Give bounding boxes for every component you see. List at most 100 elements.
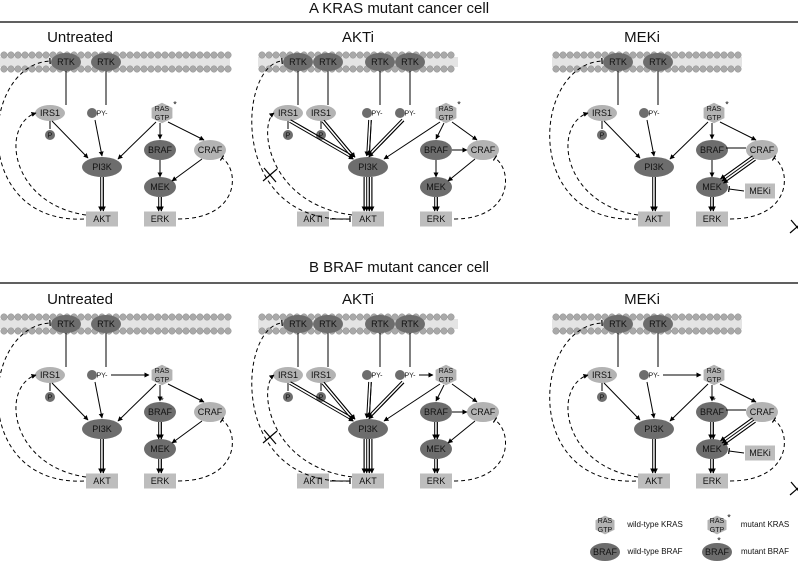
rtk-receptor-label: RTK — [97, 319, 115, 329]
craf-to-mek-arrow — [447, 158, 476, 182]
lipid-head — [42, 327, 50, 335]
lipid-head — [161, 65, 169, 73]
lipid-head — [217, 51, 225, 59]
lipid-head — [559, 51, 567, 59]
lipid-head — [258, 327, 266, 335]
lipid-head — [182, 313, 190, 321]
lipid-head — [587, 65, 595, 73]
meki-inhibits-mek — [728, 447, 745, 455]
arrow — [94, 119, 104, 157]
rtk-receptor-label: RTK — [289, 57, 307, 67]
legend-ras-glyph — [707, 515, 727, 535]
lipid-head — [552, 327, 560, 335]
erk-to-craf-feedback — [729, 155, 785, 220]
lipid-head — [692, 327, 700, 335]
mek-node-label: MEK — [702, 444, 722, 454]
ras-gtp — [151, 364, 173, 386]
multi-arrow — [364, 381, 370, 419]
akt-box-label: AKT — [93, 214, 111, 224]
meki-inhibits-mek — [728, 185, 745, 193]
lipid-head — [133, 51, 141, 59]
craf-to-mek-arrow — [447, 420, 476, 444]
phospho-p — [316, 130, 326, 140]
py-label: PY- — [648, 110, 660, 117]
pi3k-node — [348, 157, 388, 177]
py-label: PY- — [648, 372, 660, 379]
rtk-receptor — [365, 315, 395, 333]
mek-node — [144, 439, 176, 459]
lipid-head — [161, 51, 169, 59]
akt-box — [638, 211, 670, 227]
lipid-head — [552, 51, 560, 59]
akt-to-rtk-feedback — [549, 57, 637, 220]
lipid-head — [154, 51, 162, 59]
ras-gtp-label-bottom: GTP — [439, 377, 454, 384]
akti-box-label: AKTi — [303, 214, 322, 224]
lipid-head — [265, 65, 273, 73]
lipid-head — [168, 65, 176, 73]
lipid-head — [720, 51, 728, 59]
lipid-head — [0, 65, 8, 73]
rtk-receptor — [313, 315, 343, 333]
lipid-head — [727, 65, 735, 73]
braf-mutant-star: * — [712, 395, 716, 405]
craf-node — [746, 402, 778, 422]
ras-gtp-label-bottom: GTP — [155, 115, 170, 122]
mek-node — [420, 439, 452, 459]
lipid-head — [720, 327, 728, 335]
lipid-head — [161, 327, 169, 335]
lipid-head — [21, 327, 29, 335]
rtk-receptor — [395, 315, 425, 333]
lipid-head — [161, 313, 169, 321]
lipid-head — [84, 313, 92, 321]
lipid-head — [685, 51, 693, 59]
rtk-receptor-label: RTK — [401, 57, 419, 67]
lipid-head — [147, 313, 155, 321]
lipid-head — [210, 65, 218, 73]
meki-box — [745, 445, 775, 461]
lipid-head — [692, 51, 700, 59]
lipid-head — [692, 313, 700, 321]
lipid-head — [426, 51, 434, 59]
py-label: PY- — [371, 372, 383, 379]
akti-box — [297, 473, 329, 489]
ras-to-craf-arrow — [719, 383, 757, 403]
multi-arrow — [720, 155, 753, 180]
legend-braf-glyph — [702, 543, 732, 561]
py-label: PY- — [404, 110, 416, 117]
lipid-head — [272, 313, 280, 321]
erk-box-label: ERK — [703, 214, 722, 224]
lipid-head — [196, 313, 204, 321]
erk-box — [696, 211, 728, 227]
rtk-receptor-label: RTK — [57, 57, 75, 67]
lipid-head — [629, 313, 637, 321]
lipid-head — [203, 65, 211, 73]
multi-arrow — [723, 159, 756, 184]
legend-star: * — [717, 535, 721, 545]
ras-gtp-label-bottom: GTP — [155, 377, 170, 384]
lipid-head — [272, 65, 280, 73]
ras-gtp-label-bottom: GTP — [707, 377, 722, 384]
lipid-head — [580, 65, 588, 73]
lipid-head — [559, 65, 567, 73]
lipid-head — [552, 65, 560, 73]
lipid-head — [727, 313, 735, 321]
akt-to-rtk-feedback — [251, 57, 351, 220]
lipid-head — [356, 313, 364, 321]
lipid-head — [734, 327, 742, 335]
craf-node — [467, 402, 499, 422]
rtk-receptor-label: RTK — [371, 319, 389, 329]
py-site — [362, 370, 372, 380]
craf-label: CRAF — [471, 145, 496, 155]
arrow — [646, 119, 656, 157]
lipid-head — [391, 313, 399, 321]
lipid-head — [349, 51, 357, 59]
lipid-head — [447, 327, 455, 335]
lipid-head — [175, 51, 183, 59]
lipid-head — [391, 65, 399, 73]
lipid-head — [258, 65, 266, 73]
